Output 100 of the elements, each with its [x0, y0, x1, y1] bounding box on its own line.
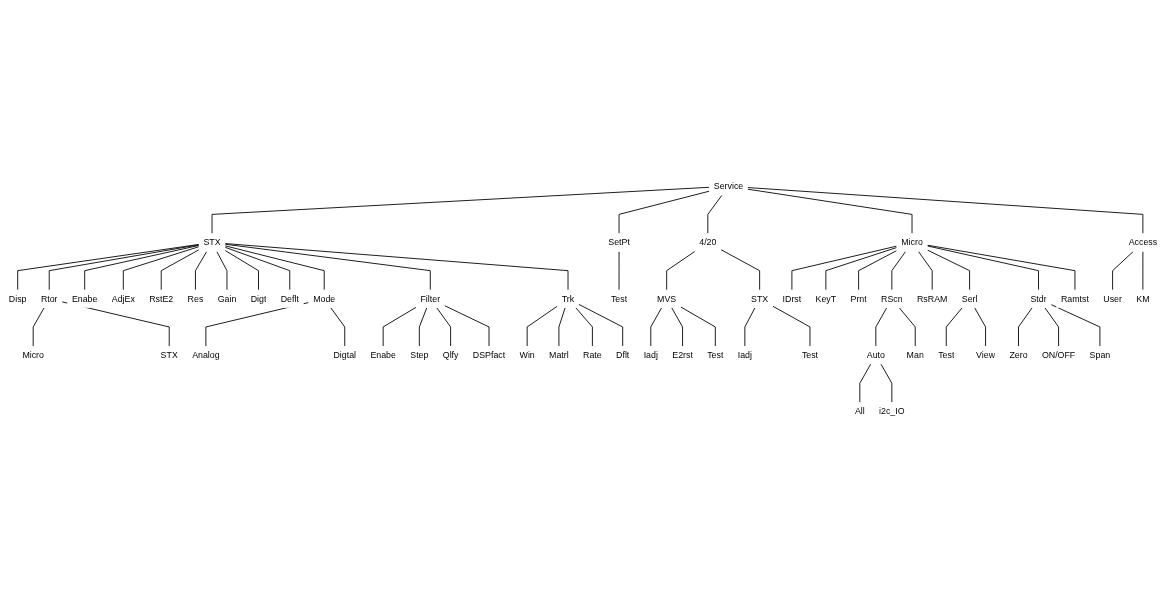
connector	[558, 307, 566, 347]
node-text: Mode	[313, 294, 336, 304]
connector	[1018, 307, 1033, 347]
connector	[418, 307, 428, 347]
node-text: Prnt	[850, 294, 867, 304]
node-text: Digtal	[333, 350, 357, 360]
node-text: RstE2	[149, 294, 174, 304]
connector	[84, 245, 200, 291]
connector	[858, 250, 898, 291]
node-text: Serl	[961, 294, 978, 304]
connector	[744, 307, 756, 347]
node-text: Auto	[866, 350, 885, 360]
connector	[891, 251, 907, 291]
node-text: Test	[707, 350, 724, 360]
connector	[224, 247, 291, 291]
connector	[32, 307, 45, 347]
connector	[382, 307, 417, 347]
node-text: Man	[906, 350, 924, 360]
node-text: Test	[938, 350, 955, 360]
connector	[618, 190, 710, 235]
node-text: SetPt	[608, 237, 630, 248]
node-text: Micro	[22, 350, 44, 360]
connector	[160, 249, 200, 291]
node-text: KeyT	[815, 294, 837, 304]
connector	[224, 243, 569, 291]
connector	[330, 307, 346, 347]
node-text: Access	[1128, 237, 1158, 248]
connector	[195, 251, 208, 291]
connector	[926, 245, 1039, 291]
connector	[772, 305, 811, 347]
node-text: AdjEx	[111, 294, 135, 304]
node-text: Stdr	[1030, 294, 1047, 304]
node-text: MVS	[657, 294, 677, 304]
connector	[791, 245, 898, 291]
connector	[666, 251, 696, 291]
node-text: Gain	[217, 294, 237, 304]
node-text: Zero	[1009, 350, 1028, 360]
node-text: Test	[801, 350, 819, 360]
connector	[578, 304, 624, 347]
node-text: Analog	[192, 350, 220, 360]
connector	[444, 305, 490, 347]
connector	[211, 187, 710, 235]
node-text: E2rst	[672, 350, 693, 360]
connector	[1050, 304, 1101, 347]
connector	[224, 245, 325, 291]
connector	[224, 243, 431, 291]
node-text: STX	[160, 350, 178, 360]
node-text: i2c_IO	[879, 406, 905, 416]
connector	[680, 306, 716, 347]
node-text: ON/OFF	[1041, 350, 1076, 360]
connector	[122, 246, 200, 291]
node-text: Iadj	[737, 350, 752, 360]
node-text: Enabe	[370, 350, 396, 360]
node-text: Win	[519, 350, 535, 360]
node-text: Service	[713, 181, 744, 191]
connector	[926, 244, 1076, 291]
connector	[575, 307, 593, 347]
connector	[747, 188, 913, 235]
node-text: RScn	[881, 294, 903, 304]
node-text: Disp	[8, 294, 27, 304]
connector	[1044, 307, 1059, 347]
node-text: Step	[410, 350, 429, 360]
node-text: 4/20	[699, 237, 717, 248]
node-text: All	[854, 406, 865, 416]
connector	[880, 363, 893, 404]
connector	[898, 307, 916, 347]
node-text: Res	[187, 294, 204, 304]
node-text: DSPfact	[472, 350, 506, 360]
node-text: KM	[1136, 294, 1150, 304]
connector	[224, 250, 259, 291]
connector	[974, 307, 986, 347]
connector	[1112, 251, 1134, 291]
connector	[707, 194, 723, 235]
node-text: STX	[751, 294, 769, 304]
connector	[720, 249, 761, 291]
node-text: RsRAM	[916, 294, 948, 304]
node-text: Iadj	[643, 350, 658, 360]
connector	[436, 307, 452, 347]
node-text: User	[1103, 294, 1122, 304]
connector	[216, 251, 228, 291]
node-text: Span	[1089, 350, 1111, 360]
connector	[859, 363, 872, 404]
node-text: IDrst	[782, 294, 802, 304]
node-text: Trk	[561, 294, 575, 304]
connector	[671, 307, 683, 347]
node-text: Ramtst	[1060, 294, 1089, 304]
node-text: Qlfy	[442, 350, 459, 360]
node-text: Rate	[583, 350, 602, 360]
node-text: Filter	[420, 294, 441, 304]
connector	[926, 249, 971, 291]
node-text: Rtor	[40, 294, 58, 304]
connector	[650, 307, 663, 347]
connector	[875, 307, 888, 347]
node-text: Matrl	[549, 350, 569, 360]
connector	[526, 305, 558, 347]
connector	[17, 244, 200, 291]
node-text: Digt	[250, 294, 267, 304]
connector	[48, 244, 200, 291]
node-text: Dflt	[616, 350, 630, 360]
connector	[825, 247, 898, 291]
